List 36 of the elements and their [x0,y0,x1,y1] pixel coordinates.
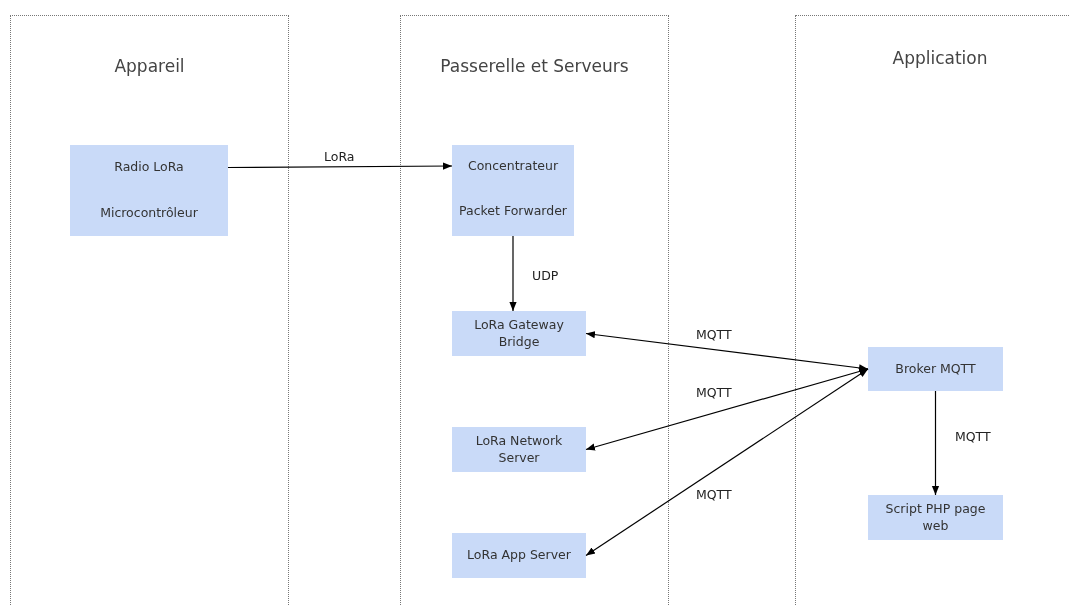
box-label: Radio LoRa [114,159,184,176]
box-label: LoRa Network Server [474,432,564,467]
arrow [931,390,940,496]
edge-label: MQTT [953,429,993,444]
process-box [452,533,586,578]
process-box [452,427,586,472]
edge-label: UDP [530,268,561,283]
process-box [452,187,574,236]
lane-panel [10,15,289,605]
lane-title: Appareil [113,56,186,76]
lane-title: Passerelle et Serveurs [439,56,630,76]
process-box [70,190,228,236]
box-label: Packet Forwarder [459,203,567,220]
box-label: Microcontrôleur [100,204,198,222]
arrow [585,331,869,372]
edge-label: MQTT [694,327,734,342]
lane-title: Application [891,48,989,68]
edge-label: MQTT [694,385,734,400]
lane-panel [400,15,669,605]
process-box [70,145,228,190]
edge-label: MQTT [694,487,734,502]
process-box [868,347,1003,391]
box-label: Concentrateur [467,157,559,175]
edge-label: LoRa [322,149,357,164]
box-label: Broker MQTT [895,360,976,378]
box-label: LoRa Gateway Bridge [473,316,565,351]
box-label: Script PHP page web [884,500,987,535]
arrow [227,162,453,170]
process-box [452,145,574,187]
process-box [452,311,586,356]
arrow [509,235,517,312]
arrow [585,368,869,451]
process-box [868,495,1003,540]
arrow [585,368,869,557]
box-label: LoRa App Server [467,547,571,564]
lane-panel [795,15,1070,605]
